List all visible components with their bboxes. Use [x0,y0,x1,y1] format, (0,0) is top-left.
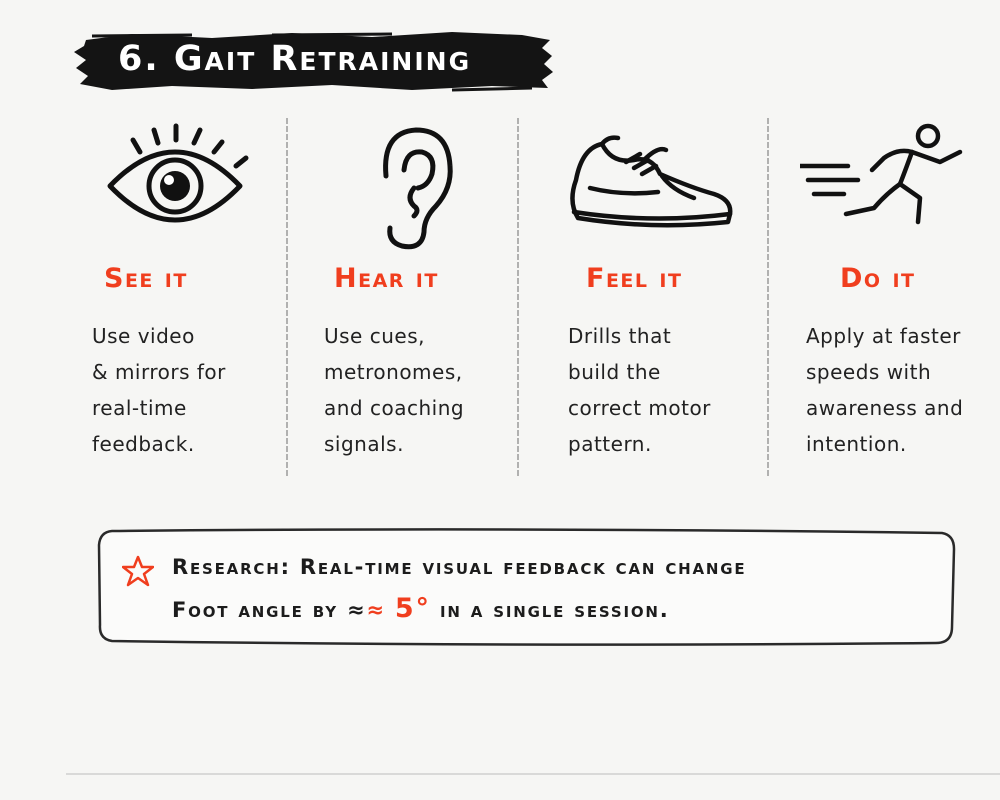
column-divider [767,118,769,478]
research-line-2: Foot angle by ≈≈ 5° in a single session. [172,593,670,624]
brush-stroke-background [74,32,553,92]
approx-symbol: ≈ [346,598,367,622]
star-icon [122,555,154,587]
desc-line: awareness and [806,396,964,420]
step-description: Use video & mirrors for real-time feedba… [92,318,292,462]
step-heading: Do it [840,263,916,294]
approx-symbol-accent: ≈ [366,598,386,622]
research-suffix: in a single session. [439,598,670,622]
desc-line: speeds with [806,360,932,384]
research-prefix: Foot angle by [172,598,338,622]
desc-line: metronomes, [324,360,463,384]
ear-icon [383,127,453,250]
desc-line: correct motor [568,396,711,420]
desc-line: intention. [806,432,907,456]
step-description: Drills that build the correct motor patt… [568,318,768,462]
step-heading: See it [104,263,188,294]
eye-icon [107,123,249,223]
desc-line: and coaching [324,396,465,420]
column-divider [286,118,288,478]
title-banner: 6. Gait Retraining [72,26,557,96]
desc-line: feedback. [92,432,195,456]
desc-line: Apply at faster [806,324,961,348]
desc-line: pattern. [568,432,652,456]
step-heading: Feel it [586,263,683,294]
bottom-rule [66,773,1000,775]
step-hear-it: Hear it Use cues, metronomes, and coachi… [324,118,544,488]
desc-line: real-time [92,396,187,420]
desc-line: Drills that [568,324,672,348]
research-callout: Research: Real-time visual feedback can … [96,527,956,647]
shoe-icon [570,135,733,228]
step-see-it: See it Use video & mirrors for real-time… [90,118,310,488]
step-heading: Hear it [334,263,439,294]
runner-icon [800,123,963,225]
step-description: Use cues, metronomes, and coaching signa… [324,318,524,462]
page-title: 6. Gait Retraining [118,39,472,79]
desc-line: & mirrors for [92,360,226,384]
step-do-it: Do it Apply at faster speeds with awaren… [800,118,1000,488]
research-value: 5° [394,593,431,624]
desc-line: build the [568,360,661,384]
step-feel-it: Feel it Drills that build the correct mo… [562,118,782,488]
callout-frame [97,528,956,646]
step-description: Apply at faster speeds with awareness an… [806,318,1000,462]
desc-line: signals. [324,432,404,456]
desc-line: Use cues, [324,324,425,348]
research-line-1: Research: Real-time visual feedback can … [172,555,747,579]
desc-line: Use video [92,324,195,348]
column-divider [517,118,519,478]
